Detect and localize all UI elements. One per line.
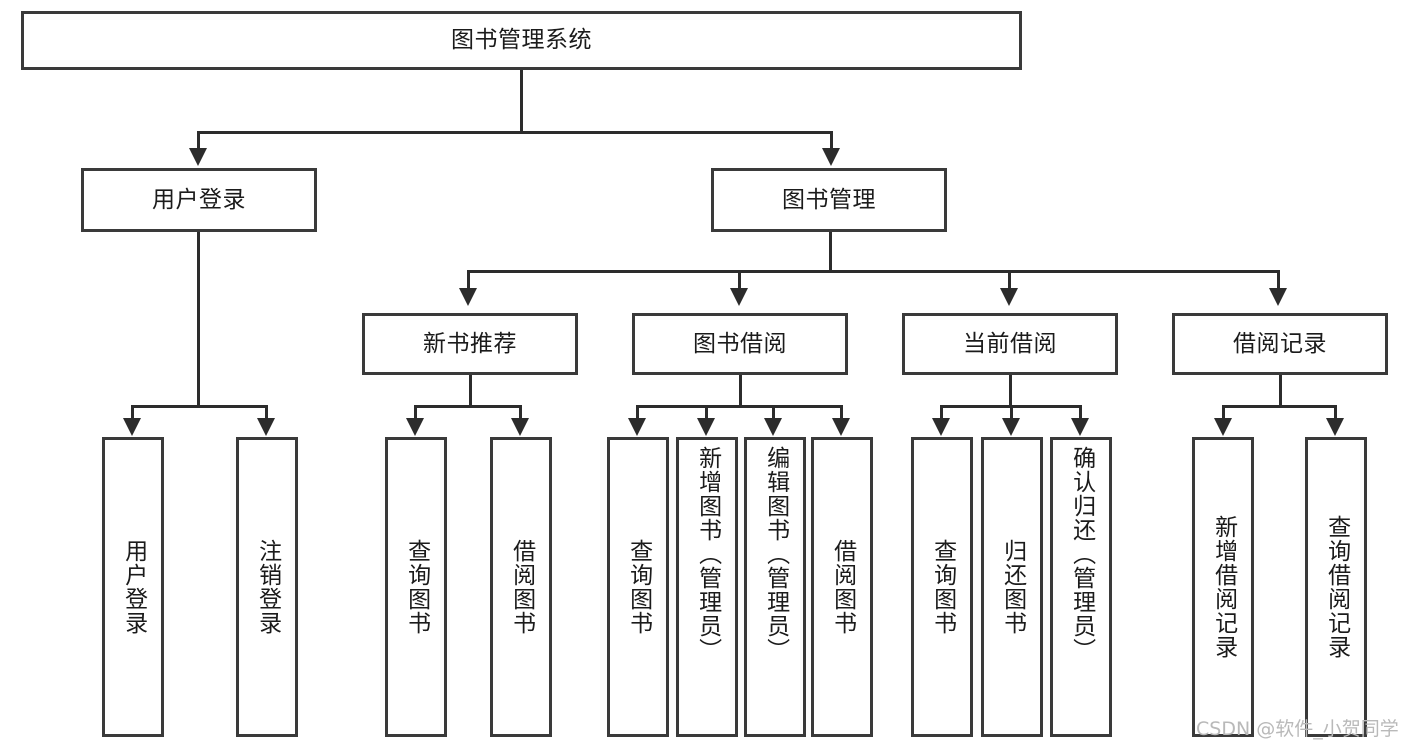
leaf-logout[interactable]: 注销登录 — [236, 437, 298, 737]
node-borrow-record[interactable]: 借阅记录 — [1172, 313, 1388, 375]
connector-user-login-bus — [131, 405, 268, 408]
node-label: 借阅图书 — [508, 539, 535, 635]
csdn-watermark: CSDN @软件_小贺同学 — [1196, 718, 1399, 740]
node-label: 确认归还（管理员） — [1068, 446, 1095, 662]
arrowhead-borrow-record — [1269, 288, 1287, 306]
arrowhead-user-login — [189, 148, 207, 166]
leaf-user-login[interactable]: 用户登录 — [102, 437, 164, 737]
node-label: 新增图书（管理员） — [694, 446, 721, 662]
connector-to-book-borrow — [738, 270, 741, 290]
leaf-query-borrow-record[interactable]: 查询借阅记录 — [1305, 437, 1367, 737]
connector-root-stem — [520, 70, 523, 132]
node-label: 借阅记录 — [1233, 330, 1327, 357]
node-label: 图书管理系统 — [451, 27, 592, 54]
arrowhead-nb-leaf2 — [511, 418, 529, 436]
leaf-borrow-book-recommend[interactable]: 借阅图书 — [490, 437, 552, 737]
arrowhead-nb-leaf1 — [406, 418, 424, 436]
connector-bb-leaf2 — [705, 405, 708, 421]
node-label: 借阅图书 — [829, 539, 856, 635]
connector-new-book-leaf1 — [414, 405, 417, 421]
node-label: 查询借阅记录 — [1323, 515, 1350, 659]
arrowhead-book-management — [822, 148, 840, 166]
connector-bb-leaf4 — [840, 405, 843, 421]
node-book-borrow[interactable]: 图书借阅 — [632, 313, 848, 375]
arrowhead-br-leaf2 — [1326, 418, 1344, 436]
connector-root-to-book-management — [830, 131, 833, 151]
node-label: 注销登录 — [254, 539, 281, 635]
arrowhead-br-leaf1 — [1214, 418, 1232, 436]
connector-cb-leaf2 — [1010, 405, 1013, 421]
connector-cb-leaf3 — [1079, 405, 1082, 421]
connector-user-login-leaf2 — [265, 405, 268, 421]
connector-new-book-leaf2 — [519, 405, 522, 421]
leaf-edit-book-admin[interactable]: 编辑图书（管理员） — [744, 437, 806, 737]
connector-level3-bus — [467, 270, 1279, 273]
leaf-add-borrow-record[interactable]: 新增借阅记录 — [1192, 437, 1254, 737]
node-user-login[interactable]: 用户登录 — [81, 168, 317, 232]
connector-borrow-record-stem — [1279, 375, 1282, 407]
connector-current-borrow-stem — [1009, 375, 1012, 407]
arrowhead-cb-leaf2 — [1002, 418, 1020, 436]
connector-book-borrow-bus — [636, 405, 842, 408]
arrowhead-bb-leaf3 — [764, 418, 782, 436]
leaf-confirm-return-admin[interactable]: 确认归还（管理员） — [1050, 437, 1112, 737]
connector-to-new-book — [467, 270, 470, 290]
connector-root-bus — [197, 131, 833, 134]
connector-user-login-leaf1 — [131, 405, 134, 421]
leaf-query-book-current[interactable]: 查询图书 — [911, 437, 973, 737]
node-root-book-management-system[interactable]: 图书管理系统 — [21, 11, 1022, 70]
arrowhead-current-borrow — [1000, 288, 1018, 306]
arrowhead-cb-leaf3 — [1071, 418, 1089, 436]
leaf-borrow-book[interactable]: 借阅图书 — [811, 437, 873, 737]
leaf-return-book[interactable]: 归还图书 — [981, 437, 1043, 737]
connector-cb-leaf1 — [940, 405, 943, 421]
arrowhead-book-borrow — [730, 288, 748, 306]
node-current-borrow[interactable]: 当前借阅 — [902, 313, 1118, 375]
connector-bb-leaf3 — [772, 405, 775, 421]
connector-user-login-stem — [197, 232, 200, 407]
node-label: 图书借阅 — [693, 330, 787, 357]
connector-borrow-record-bus — [1222, 405, 1337, 408]
node-label: 查询图书 — [929, 539, 956, 635]
node-label: 新书推荐 — [423, 330, 517, 357]
leaf-query-book-borrow[interactable]: 查询图书 — [607, 437, 669, 737]
leaf-query-book-recommend[interactable]: 查询图书 — [385, 437, 447, 737]
connector-root-to-user-login — [197, 131, 200, 151]
node-book-management[interactable]: 图书管理 — [711, 168, 947, 232]
connector-book-borrow-stem — [739, 375, 742, 407]
arrowhead-leaf-logout — [257, 418, 275, 436]
leaf-add-book-admin[interactable]: 新增图书（管理员） — [676, 437, 738, 737]
connector-to-current-borrow — [1008, 270, 1011, 290]
connector-br-leaf2 — [1334, 405, 1337, 421]
node-label: 查询图书 — [403, 539, 430, 635]
node-label: 新增借阅记录 — [1210, 515, 1237, 659]
connector-book-management-stem — [829, 232, 832, 272]
node-label: 用户登录 — [120, 539, 147, 635]
arrowhead-new-book-recommend — [459, 288, 477, 306]
node-label: 编辑图书（管理员） — [762, 446, 789, 662]
node-new-book-recommend[interactable]: 新书推荐 — [362, 313, 578, 375]
arrowhead-bb-leaf2 — [697, 418, 715, 436]
node-label: 用户登录 — [152, 186, 246, 213]
arrowhead-cb-leaf1 — [932, 418, 950, 436]
connector-to-borrow-record — [1277, 270, 1280, 290]
node-label: 归还图书 — [999, 539, 1026, 635]
node-label: 当前借阅 — [963, 330, 1057, 357]
arrowhead-leaf-user-login — [123, 418, 141, 436]
connector-new-book-stem — [469, 375, 472, 407]
connector-br-leaf1 — [1222, 405, 1225, 421]
arrowhead-bb-leaf4 — [832, 418, 850, 436]
connector-bb-leaf1 — [636, 405, 639, 421]
arrowhead-bb-leaf1 — [628, 418, 646, 436]
node-label: 图书管理 — [782, 186, 876, 213]
connector-new-book-bus — [414, 405, 522, 408]
node-label: 查询图书 — [625, 539, 652, 635]
